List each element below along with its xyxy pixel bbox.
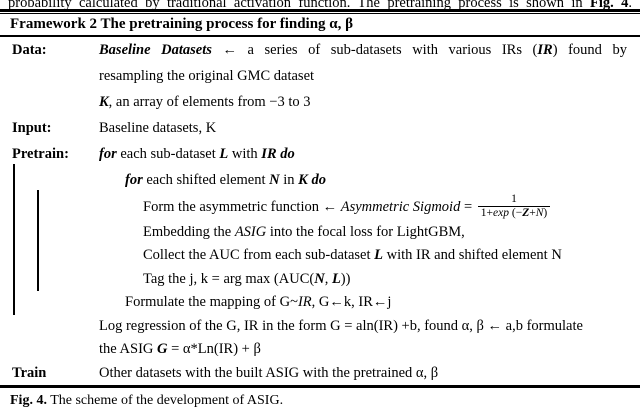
text-segment: Z bbox=[522, 206, 530, 219]
text-segment: with IR and shifted element N bbox=[383, 247, 562, 264]
top-double-rule-gap bbox=[0, 11, 640, 14]
text-segment: + bbox=[529, 206, 536, 219]
clipped-paragraph-strip: probability calculated by traditional ac… bbox=[0, 0, 640, 9]
text-segment: . bbox=[628, 0, 632, 9]
text-segment: (− bbox=[509, 206, 523, 219]
text-segment: exp bbox=[493, 206, 509, 219]
text-segment: Other datasets with the built ASIG with … bbox=[99, 364, 439, 381]
text-segment: IR bbox=[261, 145, 277, 162]
algorithm-line: Tag the j, k = arg max (AUC(N, L)) bbox=[143, 268, 627, 292]
text-segment: for bbox=[99, 145, 117, 162]
text-segment: Formulate the mapping of G~ bbox=[125, 294, 298, 311]
text-segment: The scheme of the development of ASIG. bbox=[46, 392, 284, 408]
text-segment: probability calculated by traditional ac… bbox=[8, 0, 590, 9]
algorithm-line: Collect the AUC from each sub-dataset L … bbox=[143, 244, 627, 268]
text-segment: Form the asymmetric function ← bbox=[143, 198, 341, 215]
algorithm-line: Pretrain:for each sub-dataset L with IR … bbox=[12, 141, 627, 167]
text-segment: L bbox=[331, 270, 341, 287]
text-segment: N bbox=[314, 270, 325, 287]
text-segment: , bbox=[324, 270, 332, 287]
top-double-rule-thick bbox=[0, 9, 640, 12]
fraction-numerator: 1 bbox=[478, 193, 550, 206]
text-segment: Collect the AUC from each sub-dataset bbox=[143, 247, 375, 264]
text-segment: ASIG bbox=[234, 223, 267, 240]
algorithm-line: Log regression of the G, IR in the form … bbox=[99, 315, 627, 339]
text-segment: 1 bbox=[511, 192, 517, 205]
text-segment: with bbox=[228, 145, 262, 162]
algorithm-line: Train Other datasets with the built ASIG … bbox=[12, 362, 627, 386]
text-segment: = α*Ln(IR) + β bbox=[167, 341, 261, 358]
text-segment: Baseline datasets, K bbox=[99, 119, 217, 136]
algorithm-line: Formulate the mapping of G~IR, G←k, IR←j bbox=[125, 291, 627, 315]
text-segment: the ASIG bbox=[99, 341, 157, 358]
text-segment: )) bbox=[340, 270, 351, 287]
text-segment: into the focal loss for LightGBM, bbox=[266, 223, 465, 240]
text-segment: Embedding the bbox=[143, 223, 235, 240]
algorithm-line: for each shifted element N in K do bbox=[125, 167, 627, 193]
clipped-paragraph-text: probability calculated by traditional ac… bbox=[8, 0, 632, 9]
text-segment: ) bbox=[543, 206, 548, 219]
text-segment: L bbox=[374, 247, 383, 264]
text-segment: Asymmetric Sigmoid bbox=[340, 198, 461, 215]
algorithm-line: Form the asymmetric function ← Asymmetri… bbox=[143, 193, 627, 221]
figure-caption: Fig. 4. The scheme of the development of… bbox=[0, 388, 640, 410]
text-segment: Tag the j, k = arg max (AUC( bbox=[143, 270, 315, 287]
inner-for-loop-bar bbox=[37, 189, 39, 291]
outer-for-loop-bar bbox=[13, 163, 15, 315]
text-segment: Fig. 4 bbox=[590, 0, 629, 9]
algorithm-line: the ASIG G = α*Ln(IR) + β bbox=[99, 338, 627, 362]
text-segment: 1+ bbox=[480, 206, 494, 219]
bottom-rule bbox=[0, 385, 640, 388]
text-segment: ← a series of sub-datasets with various … bbox=[211, 41, 538, 58]
row-label: Train bbox=[12, 364, 47, 381]
row-label: Pretrain: bbox=[12, 145, 69, 162]
text-segment: K bbox=[298, 171, 308, 188]
text-segment: K bbox=[99, 93, 109, 110]
algorithm-line: K, an array of elements from −3 to 3 bbox=[99, 89, 627, 115]
text-segment: , G←k, IR←j bbox=[311, 294, 392, 311]
text-segment: = bbox=[460, 198, 476, 215]
text-segment: IR bbox=[537, 41, 553, 58]
text-segment: do bbox=[280, 145, 295, 162]
text-segment: ) found by bbox=[552, 41, 628, 58]
algorithm-line: resampling the original GMC dataset bbox=[99, 63, 627, 89]
algorithm-line: Data: Baseline Datasets ← a series of sub… bbox=[12, 37, 628, 63]
text-segment: do bbox=[311, 171, 326, 188]
algorithm-line: Input: Baseline datasets, K bbox=[12, 115, 627, 141]
fraction-denominator: 1+exp (−Z+N) bbox=[477, 205, 551, 220]
text-segment: for bbox=[125, 171, 143, 188]
text-segment: in bbox=[279, 171, 299, 188]
top-double-rule-thin bbox=[0, 13, 640, 15]
text-segment: IR bbox=[297, 294, 312, 311]
text-segment: Log regression of the G, IR in the form … bbox=[99, 317, 583, 334]
text-segment: L bbox=[219, 145, 229, 162]
text-segment: resampling the original GMC dataset bbox=[99, 67, 315, 84]
text-segment: G bbox=[157, 341, 168, 358]
text-segment: N bbox=[535, 206, 544, 219]
algorithm-line: Embedding the ASIG into the focal loss f… bbox=[143, 221, 627, 245]
row-label: Data: bbox=[12, 41, 47, 58]
text-segment: Fig. 4. bbox=[10, 392, 47, 408]
framework-title: Framework 2 The pretraining process for … bbox=[0, 14, 640, 37]
text-segment: each sub-dataset bbox=[116, 145, 220, 162]
text-segment: , an array of elements from −3 to 3 bbox=[108, 93, 311, 110]
framework-body: Data: Baseline Datasets ← a series of sub… bbox=[0, 37, 640, 386]
text-segment: N bbox=[269, 171, 280, 188]
text-segment: each shifted element bbox=[142, 171, 270, 188]
row-label: Input: bbox=[12, 119, 52, 136]
text-segment: Baseline Datasets bbox=[99, 41, 212, 58]
